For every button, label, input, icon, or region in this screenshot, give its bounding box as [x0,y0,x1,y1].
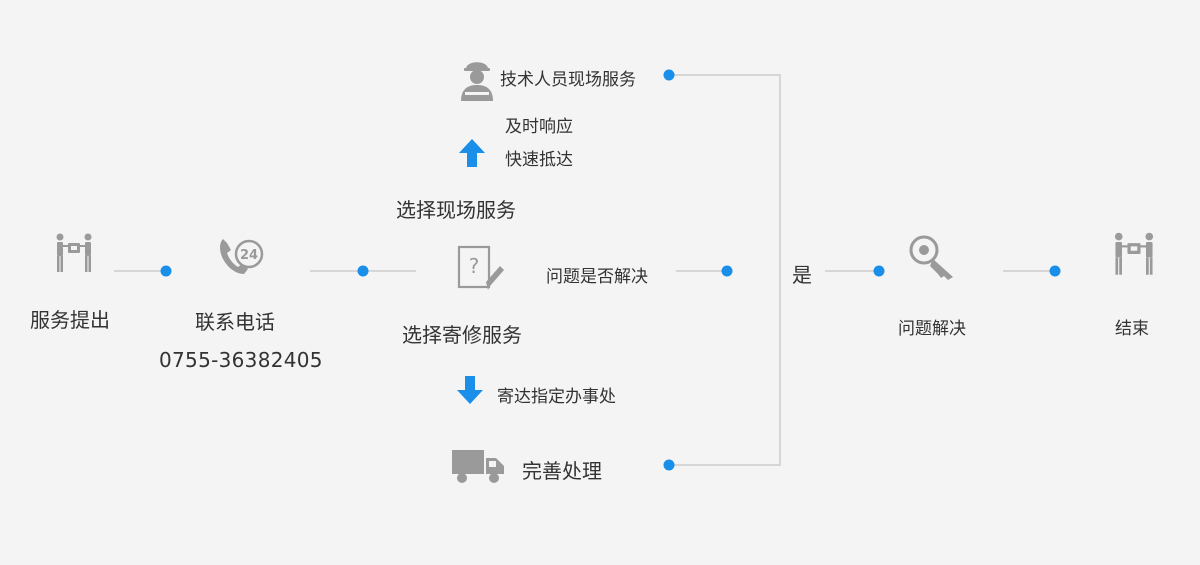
truck-icon [452,450,504,483]
dot-options [357,265,369,277]
question-document-icon: ? [457,245,504,290]
label-end: 结束 [1115,319,1149,339]
svg-text:24: 24 [240,248,258,263]
phone-24-icon: 24 [220,239,264,274]
dot-yes [873,265,885,277]
dot-technician [663,69,675,81]
label-onsite-option: 选择现场服务 [396,198,516,222]
label-phone[interactable]: 0755-36382405 [159,348,323,372]
key-icon [909,235,953,280]
dot-complete [663,459,675,471]
label-problem-solved-question: 问题是否解决 [546,267,648,287]
technician-icon [461,62,493,101]
label-timely-response: 及时响应 [505,117,573,137]
label-problem-solved: 问题解决 [898,319,966,339]
label-technician-onsite: 技术人员现场服务 [500,70,636,90]
dot-question [721,265,733,277]
handover-icon [56,233,92,272]
label-fast-arrival: 快速抵达 [505,150,573,170]
dot-solved [1049,265,1061,277]
label-repair-option: 选择寄修服务 [402,323,522,347]
label-yes: 是 [792,263,812,287]
svg-text:?: ? [469,254,480,278]
dot-call [160,265,172,277]
label-submit: 服务提出 [30,308,110,332]
label-send-to-office: 寄达指定办事处 [497,387,616,407]
label-call: 联系电话 [195,310,275,334]
label-complete-processing: 完善处理 [522,459,602,483]
handover-end-icon [1114,232,1154,275]
down-arrow-icon [457,376,483,404]
bracket-connector [669,74,781,466]
up-arrow-icon [459,139,485,167]
